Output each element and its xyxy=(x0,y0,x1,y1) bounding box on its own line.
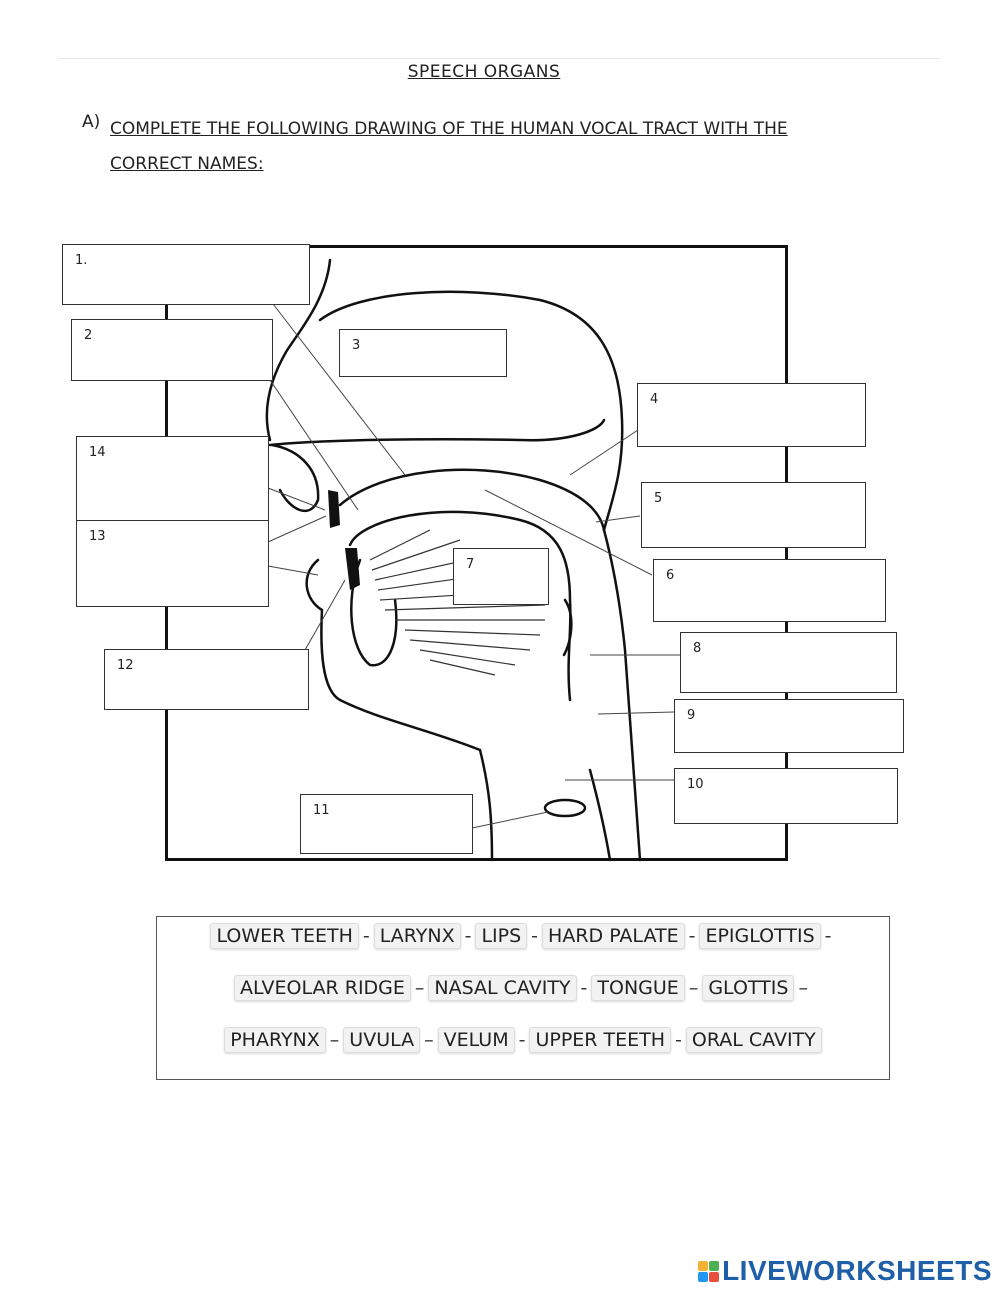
answer-box-6[interactable]: 6 xyxy=(653,559,886,622)
trachea-front xyxy=(588,768,612,862)
word-separator: - xyxy=(688,925,696,947)
word-separator: - xyxy=(824,925,832,947)
answer-box-10[interactable]: 10 xyxy=(674,768,898,824)
word-separator: – xyxy=(329,1029,340,1051)
page-title: SPEECH ORGANS xyxy=(407,62,561,82)
answer-box-12[interactable]: 12 xyxy=(104,649,309,710)
word-separator: – xyxy=(414,977,425,999)
box-number: 12 xyxy=(117,658,134,673)
box-number: 5 xyxy=(654,491,663,506)
answer-box-5[interactable]: 5 xyxy=(641,482,866,548)
answer-box-8[interactable]: 8 xyxy=(680,632,897,693)
answer-box-2[interactable]: 2 xyxy=(71,319,273,381)
larynx-shape xyxy=(543,798,587,818)
word-chip[interactable]: NASAL CAVITY xyxy=(428,975,577,1001)
tongue-outline xyxy=(348,510,572,702)
top-divider xyxy=(58,58,940,59)
answer-box-13[interactable]: 13 xyxy=(76,520,269,607)
box-number: 11 xyxy=(313,803,330,818)
brand-blocks-icon xyxy=(698,1260,720,1282)
palate-outline xyxy=(268,418,606,447)
epiglottis xyxy=(562,598,573,657)
answer-box-3[interactable]: 3 xyxy=(339,329,507,377)
word-bank-row-2: ALVEOLAR RIDGE– NASAL CAVITY- TONGUE– GL… xyxy=(157,975,889,1001)
lower-lip-shape xyxy=(350,558,398,667)
box-number: 13 xyxy=(89,529,106,544)
lower-teeth-icon xyxy=(345,548,360,590)
word-bank-row-3: PHARYNX– UVULA– VELUM- UPPER TEETH- ORAL… xyxy=(157,1027,889,1053)
word-chip[interactable]: LOWER TEETH xyxy=(210,923,359,949)
box-number: 14 xyxy=(89,445,106,460)
word-chip[interactable]: ALVEOLAR RIDGE xyxy=(234,975,411,1001)
upper-lip xyxy=(270,443,320,512)
box-number: 6 xyxy=(666,568,675,583)
back-of-throat xyxy=(602,528,642,862)
brand-text: LIVEWORKSHEETS xyxy=(722,1255,992,1286)
box-number: 3 xyxy=(352,338,361,353)
brand-block xyxy=(698,1260,709,1271)
word-chip[interactable]: PHARYNX xyxy=(224,1027,326,1053)
upper-teeth-icon xyxy=(328,490,340,528)
word-separator: – xyxy=(424,1029,434,1051)
box-number: 7 xyxy=(466,557,475,572)
word-separator: - xyxy=(362,925,370,947)
answer-box-9[interactable]: 9 xyxy=(674,699,904,753)
word-chip[interactable]: HARD PALATE xyxy=(542,923,685,949)
instruction-text: COMPLETE THE FOLLOWING DRAWING OF THE HU… xyxy=(110,119,788,174)
word-bank: LOWER TEETH- LARYNX- LIPS- HARD PALATE- … xyxy=(156,916,890,1080)
word-separator: - xyxy=(675,1029,682,1051)
word-chip[interactable]: LIPS xyxy=(475,923,528,949)
head-outline xyxy=(265,258,332,442)
box-number: 10 xyxy=(687,777,704,792)
word-bank-row-1: LOWER TEETH- LARYNX- LIPS- HARD PALATE- … xyxy=(157,923,889,949)
word-separator: - xyxy=(580,977,588,999)
word-chip[interactable]: VELUM xyxy=(437,1027,515,1053)
answer-box-1[interactable]: 1. xyxy=(62,244,310,305)
box-number: 1. xyxy=(75,253,88,268)
word-chip[interactable]: LARYNX xyxy=(373,923,461,949)
lower-jaw xyxy=(305,558,482,752)
box-number: 4 xyxy=(650,392,659,407)
word-separator: - xyxy=(518,1029,526,1051)
answer-box-14[interactable]: 14 xyxy=(76,436,269,521)
word-chip[interactable]: TONGUE xyxy=(591,975,685,1001)
answer-box-4[interactable]: 4 xyxy=(637,383,866,447)
oral-roof xyxy=(338,468,606,532)
box-number: 8 xyxy=(693,641,702,656)
brand-block xyxy=(698,1271,709,1282)
word-separator: – xyxy=(688,977,699,999)
liveworksheets-logo[interactable]: LIVEWORKSHEETS xyxy=(698,1255,992,1287)
answer-box-7[interactable]: 7 xyxy=(453,548,549,605)
word-separator: - xyxy=(531,925,539,947)
brand-block xyxy=(709,1260,720,1271)
word-chip[interactable]: UPPER TEETH xyxy=(529,1027,672,1053)
word-chip[interactable]: ORAL CAVITY xyxy=(685,1027,822,1053)
chin-neck xyxy=(478,748,494,862)
box-number: 2 xyxy=(84,328,93,343)
leader-lines xyxy=(267,299,680,829)
word-chip[interactable]: EPIGLOTTIS xyxy=(699,923,821,949)
brand-block xyxy=(709,1271,720,1282)
instruction-letter: A) xyxy=(82,112,101,132)
word-separator: - xyxy=(464,925,472,947)
word-separator: – xyxy=(798,977,808,999)
word-chip[interactable]: UVULA xyxy=(343,1027,421,1053)
box-number: 9 xyxy=(687,708,696,723)
answer-box-11[interactable]: 11 xyxy=(300,794,473,854)
word-chip[interactable]: GLOTTIS xyxy=(702,975,795,1001)
nasal-cavity-outline xyxy=(318,290,624,532)
